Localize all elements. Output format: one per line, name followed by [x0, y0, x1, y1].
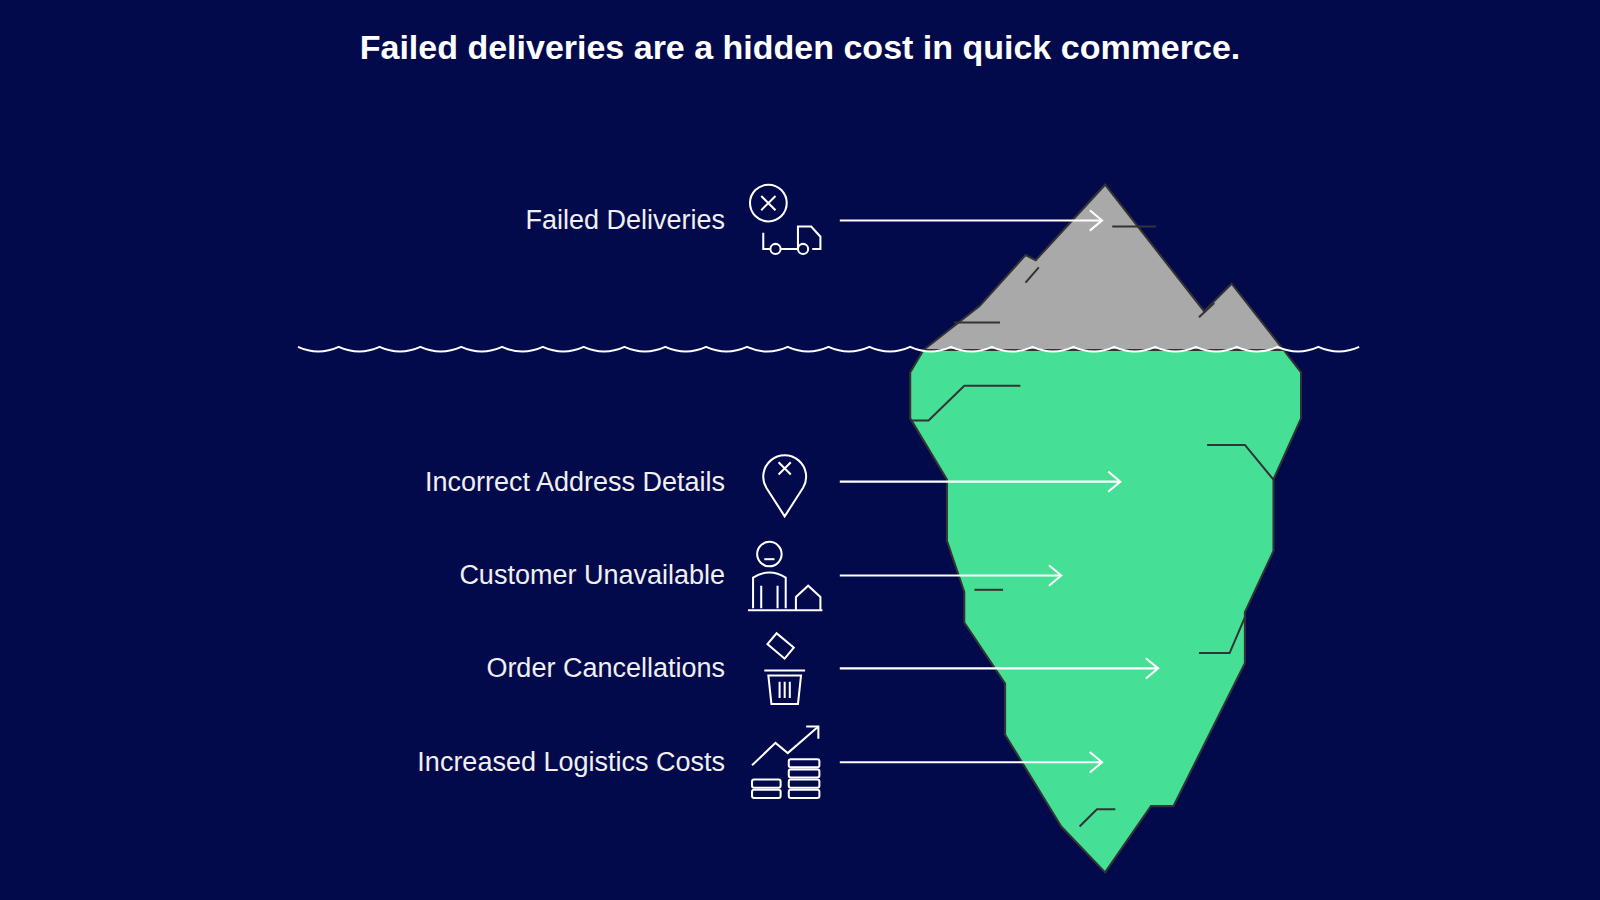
leader-arrow [840, 565, 1061, 585]
cost-chart-icon [752, 727, 819, 798]
iceberg-tip [923, 185, 1283, 350]
failed-truck-icon [750, 185, 820, 254]
crack [1026, 267, 1039, 282]
leader-arrow [840, 210, 1102, 230]
iceberg-underwater [910, 350, 1301, 872]
crack [1199, 617, 1245, 653]
iceberg-label: Increased Logistics Costs [417, 747, 725, 778]
iceberg [910, 185, 1301, 873]
crack [1112, 226, 1156, 228]
cancel-trash-icon [764, 633, 805, 704]
crack [1207, 445, 1273, 480]
icons [748, 185, 822, 798]
iceberg-label: Incorrect Address Details [425, 467, 725, 498]
address-pin-icon [763, 455, 806, 516]
leader-arrows [840, 210, 1158, 772]
water-line [298, 347, 1359, 352]
leader-arrow [840, 471, 1121, 491]
iceberg-label: Order Cancellations [486, 653, 725, 684]
crack [1199, 303, 1214, 317]
crack [1080, 809, 1116, 826]
leader-arrow [840, 752, 1102, 772]
diagram-title: Failed deliveries are a hidden cost in q… [0, 28, 1600, 67]
crack [954, 321, 1000, 323]
iceberg-cracks [911, 227, 1273, 827]
crack [974, 589, 1003, 591]
iceberg-label: Customer Unavailable [459, 560, 725, 591]
leader-arrow [840, 658, 1158, 678]
iceberg-label: Failed Deliveries [525, 205, 725, 236]
customer-house-icon [748, 542, 822, 610]
crack [911, 386, 1020, 421]
